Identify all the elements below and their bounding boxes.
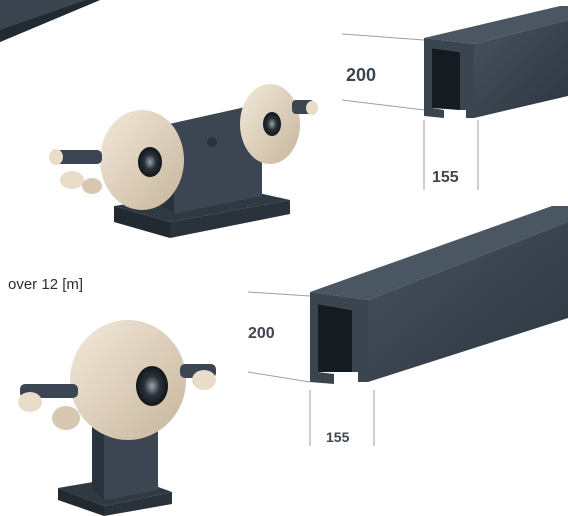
profile-top: 200 155: [341, 6, 568, 190]
partial-rail-top-left: [0, 0, 100, 42]
roller-carriage-top: [49, 84, 318, 238]
profile-bottom: 200 155: [247, 206, 568, 446]
length-caption: over 12 [m]: [8, 276, 84, 293]
dim-line-top-lower: [341, 99, 425, 111]
height-label-top: 200: [346, 65, 376, 85]
dim-line-bottom-lower: [247, 371, 311, 383]
dim-line-bottom-upper: [247, 291, 311, 297]
width-label-bottom: 155: [326, 429, 350, 445]
height-label-bottom: 200: [248, 325, 275, 342]
dim-line-top-upper: [341, 33, 425, 41]
width-label-top: 155: [432, 169, 459, 186]
roller-carriage-bottom: [18, 320, 216, 516]
